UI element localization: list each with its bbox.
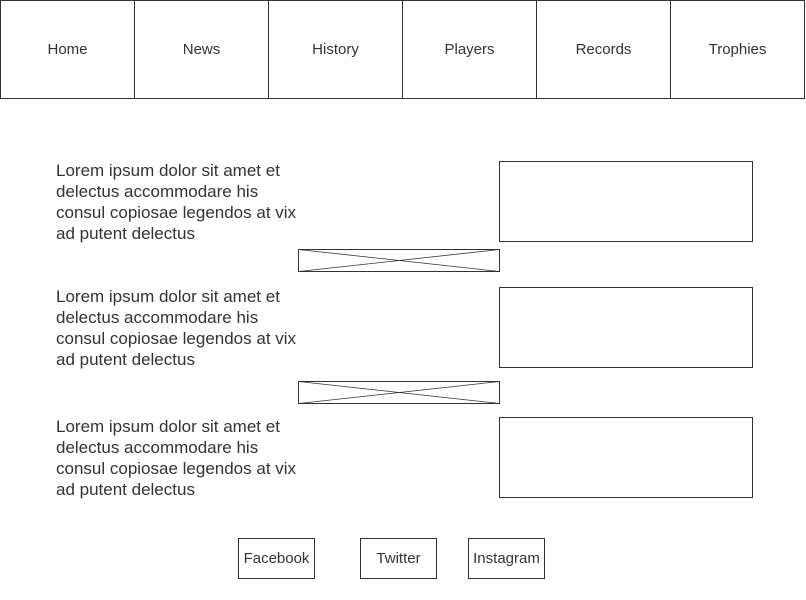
section-2-image (499, 287, 753, 368)
main-navigation: Home News History Players Records Trophi… (0, 0, 806, 101)
divider-image-placeholder (298, 381, 500, 404)
section-3-text: Lorem ipsum dolor sit amet et delectus a… (56, 417, 297, 499)
nav-item-trophies[interactable]: Trophies (670, 0, 805, 99)
nav-item-news[interactable]: News (134, 0, 269, 99)
section-3-image (499, 417, 753, 498)
divider-image-placeholder (298, 249, 500, 272)
nav-item-home[interactable]: Home (0, 0, 135, 99)
twitter-button[interactable]: Twitter (360, 538, 437, 579)
nav-item-players[interactable]: Players (402, 0, 537, 99)
section-1-text: Lorem ipsum dolor sit amet et delectus a… (56, 161, 297, 243)
instagram-button[interactable]: Instagram (468, 538, 545, 579)
facebook-button[interactable]: Facebook (238, 538, 315, 579)
nav-item-records[interactable]: Records (536, 0, 671, 99)
nav-item-history[interactable]: History (268, 0, 403, 99)
section-2-text: Lorem ipsum dolor sit amet et delectus a… (56, 287, 297, 369)
section-1-image (499, 161, 753, 242)
